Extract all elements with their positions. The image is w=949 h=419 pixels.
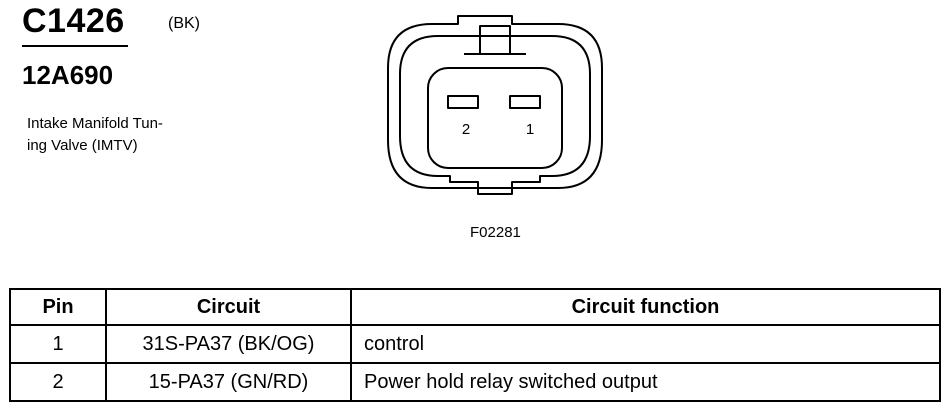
description-line-2: ing Valve (IMTV) xyxy=(27,137,138,154)
part-number: 12A690 xyxy=(22,60,114,90)
color-code: (BK) xyxy=(168,15,200,32)
cell-function: Power hold relay switched output xyxy=(350,362,941,402)
pin-slot-2 xyxy=(447,95,479,109)
connector-id-underline xyxy=(22,45,128,47)
terminal-cavity xyxy=(427,67,563,169)
connector-face-diagram: 2 1 xyxy=(387,15,603,195)
figure-code: F02281 xyxy=(470,224,521,241)
header-circuit-function: Circuit function xyxy=(350,288,941,326)
pin-label-2: 2 xyxy=(462,121,470,138)
cell-function: control xyxy=(350,324,941,364)
cell-circuit: 15-PA37 (GN/RD) xyxy=(105,362,352,402)
table-row: 1 31S-PA37 (BK/OG) control xyxy=(9,324,941,364)
pin-table: Pin Circuit Circuit function 1 31S-PA37 … xyxy=(9,288,941,402)
table-header-row: Pin Circuit Circuit function xyxy=(9,288,941,326)
cell-pin: 2 xyxy=(9,362,107,402)
cell-circuit: 31S-PA37 (BK/OG) xyxy=(105,324,352,364)
latch-tab xyxy=(479,25,511,55)
connector-id: C1426 xyxy=(22,2,125,40)
table-row: 2 15-PA37 (GN/RD) Power hold relay switc… xyxy=(9,362,941,402)
pin-slot-1 xyxy=(509,95,541,109)
description-line-1: Intake Manifold Tun- xyxy=(27,115,163,132)
header-pin: Pin xyxy=(9,288,107,326)
pin-label-1: 1 xyxy=(526,121,534,138)
connector-inner-housing xyxy=(399,35,591,195)
header-circuit: Circuit xyxy=(105,288,352,326)
cell-pin: 1 xyxy=(9,324,107,364)
connector-outer-housing xyxy=(387,15,603,189)
component-description: Intake Manifold Tun- ing Valve (IMTV) xyxy=(27,113,197,157)
